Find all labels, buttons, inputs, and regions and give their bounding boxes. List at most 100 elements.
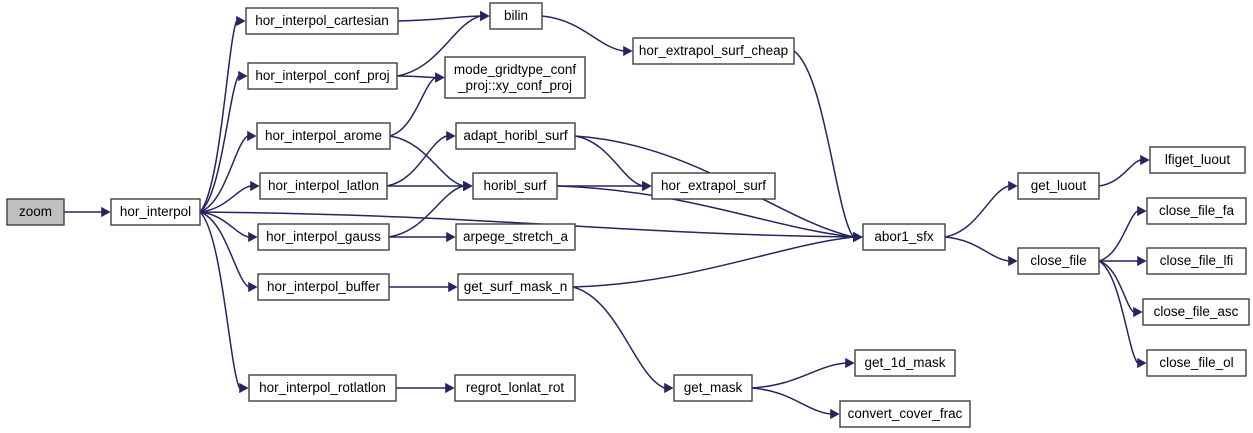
graph-node-get_surf_mask_n[interactable]: get_surf_mask_n: [457, 273, 574, 301]
edge-arrowhead: [463, 180, 473, 192]
node-box[interactable]: [248, 374, 397, 402]
graph-node-horibl_surf[interactable]: horibl_surf: [472, 172, 558, 200]
edge-arrowhead: [446, 231, 456, 243]
call-edge: [1098, 260, 1139, 364]
edge-arrowhead: [642, 180, 652, 192]
call-edge: [1098, 159, 1141, 187]
call-edge: [397, 15, 481, 22]
edge-arrowhead: [238, 70, 248, 82]
call-edge: [199, 135, 249, 213]
node-box[interactable]: [1146, 247, 1247, 275]
node-box[interactable]: [257, 223, 390, 251]
node-box[interactable]: [1149, 146, 1246, 174]
graph-node-hor_interpol_buffer[interactable]: hor_interpol_buffer: [257, 273, 390, 301]
edge-arrowhead: [446, 130, 456, 142]
node-box[interactable]: [110, 198, 201, 226]
graph-node-close_file_lfi[interactable]: close_file_lfi: [1146, 247, 1247, 275]
graph-node-lfiget_luout[interactable]: lfiget_luout: [1149, 146, 1246, 174]
node-box[interactable]: [862, 223, 946, 251]
edge-arrowhead: [664, 382, 674, 394]
graph-node-close_file_ol[interactable]: close_file_ol: [1146, 349, 1247, 377]
edge-arrowhead: [830, 408, 840, 420]
edge-arrowhead: [448, 281, 458, 293]
graph-node-convert_cover_frac[interactable]: convert_cover_frac: [839, 400, 971, 428]
graph-node-get_luout[interactable]: get_luout: [1017, 172, 1100, 200]
node-box[interactable]: [245, 7, 399, 35]
graph-node-hor_interpol_conf_proj[interactable]: hor_interpol_conf_proj: [247, 62, 398, 90]
call-edge: [1098, 260, 1135, 313]
graph-node-get_1d_mask[interactable]: get_1d_mask: [854, 349, 956, 377]
call-edge: [793, 50, 855, 238]
node-box[interactable]: [1017, 172, 1100, 200]
graph-node-close_file_asc[interactable]: close_file_asc: [1142, 298, 1250, 326]
node-box[interactable]: [839, 400, 971, 428]
call-edge: [944, 236, 1009, 262]
call-edge: [572, 286, 665, 389]
node-box[interactable]: [1142, 298, 1250, 326]
node-box[interactable]: [457, 273, 574, 301]
node-box[interactable]: [854, 349, 956, 377]
call-edge: [574, 135, 643, 187]
node-box[interactable]: [673, 374, 753, 402]
node-box[interactable]: [257, 273, 390, 301]
call-edge: [556, 185, 854, 238]
graph-node-hor_extrapol_surf[interactable]: hor_extrapol_surf: [651, 172, 776, 200]
edge-arrowhead: [480, 10, 490, 22]
graph-node-hor_interpol_cartesian[interactable]: hor_interpol_cartesian: [245, 7, 399, 35]
node-box[interactable]: [651, 172, 776, 200]
graph-node-hor_interpol_latlon[interactable]: hor_interpol_latlon: [259, 172, 388, 200]
node-box[interactable]: [489, 2, 543, 30]
node-box[interactable]: [632, 37, 795, 65]
graph-node-close_file[interactable]: close_file: [1017, 247, 1100, 275]
node-box[interactable]: [455, 122, 576, 150]
call-edge: [751, 362, 846, 389]
graph-node-hor_interpol_arome[interactable]: hor_interpol_arome: [256, 122, 391, 150]
node-box[interactable]: [472, 172, 558, 200]
graph-node-arpege_stretch_a[interactable]: arpege_stretch_a: [455, 223, 576, 251]
node-box[interactable]: [454, 374, 576, 402]
graph-node-zoom[interactable]: zoom: [6, 198, 65, 226]
node-box[interactable]: [444, 56, 586, 99]
call-edge: [199, 211, 249, 288]
call-edge: [389, 135, 464, 187]
call-edge: [199, 75, 240, 213]
graph-node-hor_interpol[interactable]: hor_interpol: [110, 198, 201, 226]
call-edge: [751, 387, 831, 415]
edge-arrowhead: [247, 130, 257, 142]
node-box[interactable]: [1146, 197, 1247, 225]
graph-node-get_mask[interactable]: get_mask: [673, 374, 753, 402]
call-edge: [389, 76, 436, 137]
edge-arrowhead: [236, 15, 246, 27]
edge-arrowhead: [445, 382, 455, 394]
graph-node-regrot_lonlat_rot[interactable]: regrot_lonlat_rot: [454, 374, 576, 402]
node-box[interactable]: [256, 122, 391, 150]
node-box[interactable]: [1146, 349, 1247, 377]
edge-arrowhead: [248, 281, 258, 293]
call-edge: [386, 135, 447, 187]
graph-node-mode_gridtype_conf_proj[interactable]: mode_gridtype_conf_proj::xy_conf_proj: [444, 56, 586, 99]
graph-node-adapt_horibl_surf[interactable]: adapt_horibl_surf: [455, 122, 576, 150]
node-box[interactable]: [247, 62, 398, 90]
graph-node-bilin[interactable]: bilin: [489, 2, 543, 30]
node-box[interactable]: [455, 223, 576, 251]
edge-arrowhead: [1140, 154, 1150, 166]
graph-node-hor_extrapol_surf_cheap[interactable]: hor_extrapol_surf_cheap: [632, 37, 795, 65]
edge-arrowhead: [101, 206, 111, 218]
graph-node-close_file_fa[interactable]: close_file_fa: [1146, 197, 1247, 225]
graph-node-abor1_sfx[interactable]: abor1_sfx: [862, 223, 946, 251]
edge-arrowhead: [1133, 306, 1143, 318]
edge-arrowhead: [250, 180, 260, 192]
edge-arrowhead: [435, 72, 445, 83]
node-box[interactable]: [259, 172, 388, 200]
graph-node-hor_interpol_rotlatlon[interactable]: hor_interpol_rotlatlon: [248, 374, 397, 402]
edge-layer: [64, 10, 1150, 420]
call-edge: [199, 20, 238, 213]
graph-node-hor_interpol_gauss[interactable]: hor_interpol_gauss: [257, 223, 390, 251]
node-box[interactable]: [1017, 247, 1100, 275]
edge-arrowhead: [239, 382, 249, 394]
edge-arrowhead: [1008, 180, 1018, 192]
call-edge: [541, 15, 624, 52]
node-box[interactable]: [6, 198, 65, 226]
edge-arrowhead: [1008, 255, 1018, 267]
